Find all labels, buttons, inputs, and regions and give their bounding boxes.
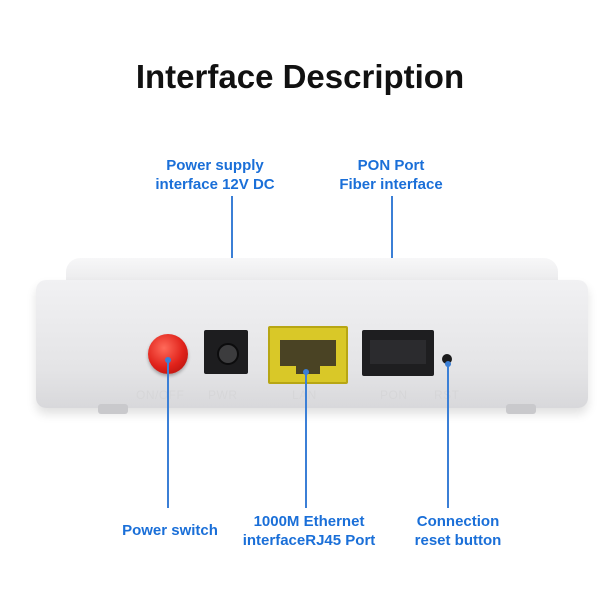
- reset-hole: [442, 354, 452, 364]
- reset-line-1: Connection: [416, 513, 500, 530]
- dc-power-jack: [204, 330, 248, 374]
- pon-port-callout: PON Port Fiber interface: [316, 156, 466, 194]
- power-supply-line-1: Power supply: [166, 157, 264, 174]
- pon-port-line-1: PON Port: [357, 157, 425, 174]
- onu-device: ON/OFF PWR LAN PON RST: [36, 258, 588, 414]
- power-switch-line-1: Power switch: [122, 522, 218, 539]
- on-off-port-label: ON/OFF: [136, 388, 185, 402]
- ethernet-leader: [303, 369, 308, 508]
- ethernet-callout: 1000M Ethernet interfaceRJ45 Port: [229, 512, 389, 550]
- pon-port-label: PON: [380, 388, 408, 402]
- ethernet-line-2: interfaceRJ45 Port: [242, 532, 376, 549]
- power-supply-line-2: interface 12V DC: [155, 176, 275, 193]
- ethernet-line-1: 1000M Ethernet: [253, 513, 365, 530]
- reset-callout: Connection reset button: [398, 512, 518, 550]
- device-foot-right: [506, 404, 536, 414]
- page-title: Interface Description: [135, 58, 465, 95]
- device-foot-left: [98, 404, 128, 414]
- rst-port-label: RST: [434, 388, 460, 402]
- rj45-lan-port: [268, 326, 348, 384]
- pwr-port-label: PWR: [208, 388, 238, 402]
- reset-line-2: reset button: [414, 532, 502, 549]
- power-supply-callout: Power supply interface 12V DC: [140, 156, 290, 194]
- pon-fiber-port: [362, 330, 434, 376]
- power-switch-callout: Power switch: [95, 521, 245, 540]
- reset-leader: [445, 361, 450, 508]
- pon-port-line-2: Fiber interface: [339, 176, 443, 193]
- power-switch-leader: [165, 357, 170, 508]
- lan-port-label: LAN: [292, 388, 317, 402]
